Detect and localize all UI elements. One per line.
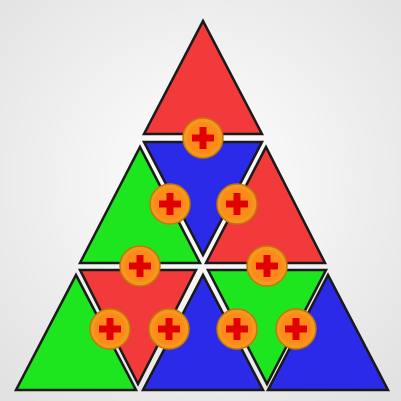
rotate-button-7[interactable] [148,308,190,350]
plus-icon [158,318,180,340]
rotate-button-3[interactable] [216,183,258,225]
plus-icon [226,193,248,215]
rotate-button-2[interactable] [149,183,191,225]
plus-icon [192,127,214,149]
rotate-button-1[interactable] [182,117,224,159]
rotate-button-4[interactable] [119,245,161,287]
rotate-button-5[interactable] [246,245,288,287]
plus-icon [129,255,151,277]
rotate-buttons [89,117,317,350]
plus-icon [226,318,248,340]
plus-icon [99,318,121,340]
plus-icon [256,255,278,277]
rotate-button-8[interactable] [216,308,258,350]
plus-icon [285,318,307,340]
rotate-button-6[interactable] [89,308,131,350]
plus-icon [159,193,181,215]
rotate-button-9[interactable] [275,308,317,350]
